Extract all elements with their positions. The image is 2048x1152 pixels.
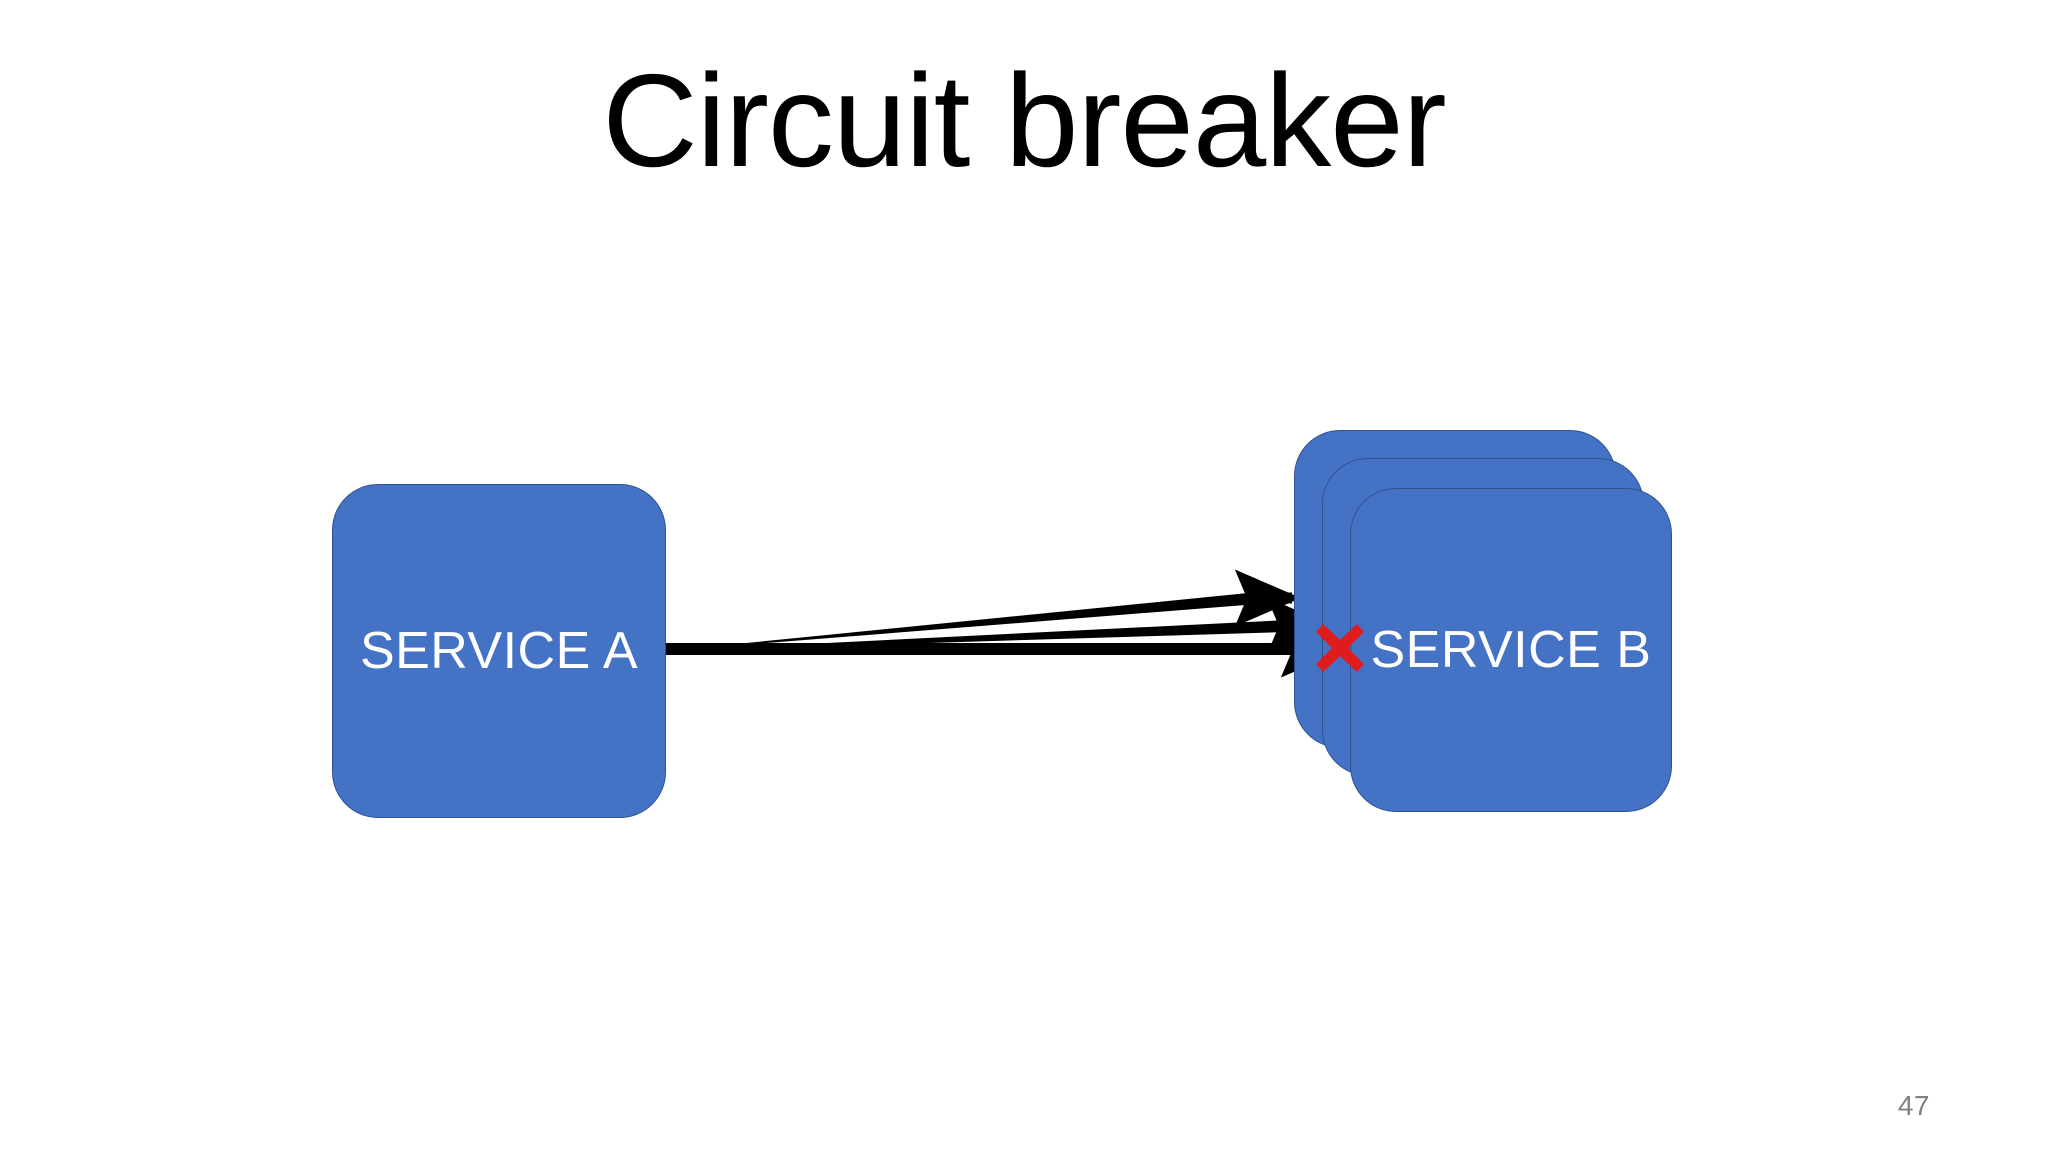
service-b-label: SERVICE B [1370,621,1652,679]
call-arrow-3[interactable] [666,620,1347,678]
red-x-failure-icon [1316,624,1364,672]
service-b-box-instance-3[interactable]: SERVICE B [1350,488,1672,812]
page-title: Circuit breaker [602,47,1446,194]
service-b-stack[interactable]: SERVICE B [1294,430,1674,816]
call-arrow-1[interactable] [666,569,1301,651]
page-number: 47 [1897,1090,1930,1121]
